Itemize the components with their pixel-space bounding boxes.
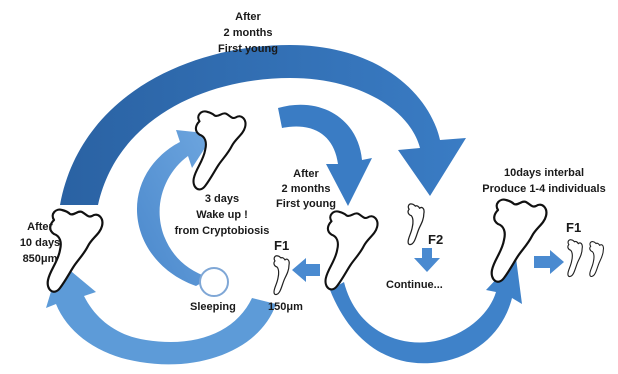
top-after-label: After [235, 11, 261, 23]
f2-juvenile-tardigrade-icon [407, 203, 425, 246]
to-f1-arrow-icon [292, 258, 320, 282]
inner-arc-arrow-icon [278, 104, 372, 206]
left-days-label: 10 days [20, 237, 60, 249]
top-months-label: 2 months [224, 27, 273, 39]
wake-arc-arrow-icon [136, 130, 214, 286]
f1-mid-label: F1 [274, 238, 289, 253]
mid-after-label: After [293, 168, 319, 180]
f1-juvenile-tardigrade-icon [273, 255, 290, 296]
mid-first-young-label: First young [276, 198, 336, 210]
f1-right-label: F1 [566, 220, 581, 235]
continue-label: Continue... [386, 279, 443, 291]
right-interval-label: 10days interbal [504, 167, 584, 179]
right-f1-juvenile-2-tardigrade-icon [589, 241, 605, 278]
middle-adult-tardigrade-icon [324, 210, 379, 291]
f2-label: F2 [428, 232, 443, 247]
mid-months-label: 2 months [282, 183, 331, 195]
left-size-label: 850μm [23, 253, 58, 265]
to-continue-arrow-icon [414, 248, 440, 272]
top-cycle-arrow-icon [60, 45, 466, 205]
to-right-f1-arrow-icon [534, 250, 564, 274]
top-first-young-label: First young [218, 43, 278, 55]
f1-size-label: 150μm [268, 301, 303, 313]
wake-up-label: Wake up ! [196, 209, 248, 221]
right-f1-juvenile-1-tardigrade-icon [567, 239, 583, 278]
wake-days-label: 3 days [205, 193, 239, 205]
bottom-arc-arrow-icon [46, 262, 276, 365]
wake-from-label: from Cryptobiosis [175, 225, 270, 237]
sleeping-egg-icon [199, 267, 229, 297]
right-produce-label: Produce 1-4 individuals [482, 183, 605, 195]
left-after-label: After [27, 221, 53, 233]
right-arc-arrow-icon [330, 258, 522, 364]
sleeping-label: Sleeping [190, 301, 236, 313]
right-adult-tardigrade-icon [490, 198, 548, 283]
